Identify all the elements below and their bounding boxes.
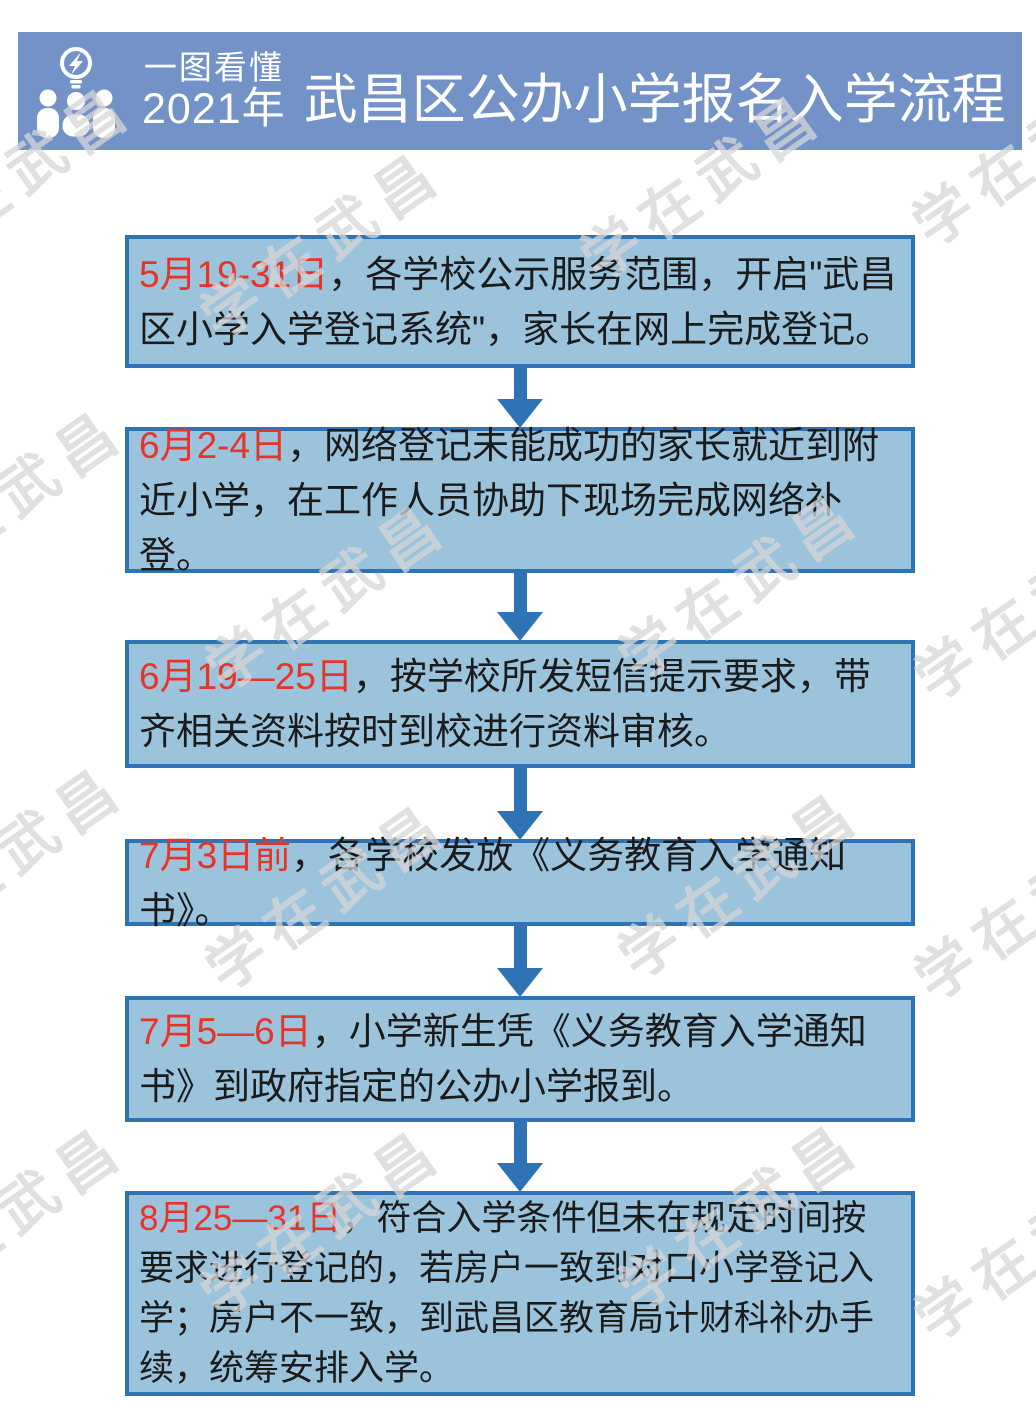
down-arrow-icon	[125, 368, 915, 428]
step-date: 5月19-31日	[139, 253, 329, 295]
step-body: ，网络登记未能成功的家长就近到附近小学，在工作人员协助下现场完成网络补登。	[139, 424, 880, 576]
watermark-text: 学在武昌	[0, 395, 139, 610]
step-date: 6月19—25日	[139, 656, 353, 697]
watermark-text: 学在武昌	[903, 499, 1036, 714]
down-arrow-icon	[125, 1122, 915, 1192]
step-text: 7月3日前，各学校发放《义务教育入学通知书》。	[139, 828, 901, 938]
down-arrow-icon	[125, 926, 915, 997]
people-idea-icon	[37, 47, 115, 138]
step-date: 6月2-4日	[139, 424, 288, 466]
step-date: 7月3日前	[139, 834, 292, 876]
step-date: 8月25—31日	[139, 1198, 342, 1238]
step-text: 8月25—31日，符合入学条件但未在规定时间按要求进行登记的，若房户一致到对口小…	[139, 1194, 901, 1394]
flow-step-3: 6月19—25日，按学校所发短信提示要求，带齐相关资料按时到校进行资料审核。	[125, 640, 915, 768]
flow-step-5: 7月5—6日，小学新生凭《义务教育入学通知书》到政府指定的公办小学报到。	[125, 996, 915, 1122]
step-body: ，各学校发放《义务教育入学通知书》。	[139, 834, 847, 931]
step-body: ，各学校公示服务范围，开启"武昌区小学入学登记系统"，家长在网上完成登记。	[139, 253, 897, 350]
step-body: ，符合入学条件但未在规定时间按要求进行登记的，若房户一致到对口小学登记入学；房户…	[139, 1198, 875, 1388]
step-text: 7月5—6日，小学新生凭《义务教育入学通知书》到政府指定的公办小学报到。	[139, 1004, 901, 1114]
flow: 5月19-31日，各学校公示服务范围，开启"武昌区小学入学登记系统"，家长在网上…	[125, 235, 915, 1396]
flow-step-6: 8月25—31日，符合入学条件但未在规定时间按要求进行登记的，若房户一致到对口小…	[125, 1191, 915, 1396]
header-banner: 一图看懂 2021年 武昌区公办小学报名入学流程	[18, 32, 1022, 150]
badge-caption: 一图看懂	[143, 48, 284, 86]
watermark-text: 学在武昌	[0, 1112, 139, 1327]
flow-step-4: 7月3日前，各学校发放《义务教育入学通知书》。	[125, 835, 915, 931]
step-text: 5月19-31日，各学校公示服务范围，开启"武昌区小学入学登记系统"，家长在网上…	[139, 247, 901, 357]
flow-step-1: 5月19-31日，各学校公示服务范围，开启"武昌区小学入学登记系统"，家长在网上…	[125, 235, 915, 368]
flow-step-2: 6月2-4日，网络登记未能成功的家长就近到附近小学，在工作人员协助下现场完成网络…	[125, 425, 915, 576]
step-body: ，按学校所发短信提示要求，带齐相关资料按时到校进行资料审核。	[139, 656, 871, 752]
down-arrow-icon	[125, 768, 915, 840]
step-date: 7月5—6日	[139, 1011, 312, 1052]
down-arrow-icon	[125, 573, 915, 641]
page-title: 武昌区公办小学报名入学流程	[303, 69, 1006, 130]
step-text: 6月19—25日，按学校所发短信提示要求，带齐相关资料按时到校进行资料审核。	[139, 649, 901, 759]
year-badge: 一图看懂 2021年	[142, 50, 286, 132]
watermark-text: 学在武昌	[0, 752, 139, 967]
badge-year: 2021年	[142, 84, 286, 133]
step-text: 6月2-4日，网络登记未能成功的家长就近到附近小学，在工作人员协助下现场完成网络…	[139, 418, 901, 583]
watermark-text: 学在武昌	[903, 799, 1036, 1014]
step-body: ，小学新生凭《义务教育入学通知书》到政府指定的公办小学报到。	[139, 1011, 867, 1107]
watermark-text: 学在武昌	[903, 1139, 1036, 1354]
